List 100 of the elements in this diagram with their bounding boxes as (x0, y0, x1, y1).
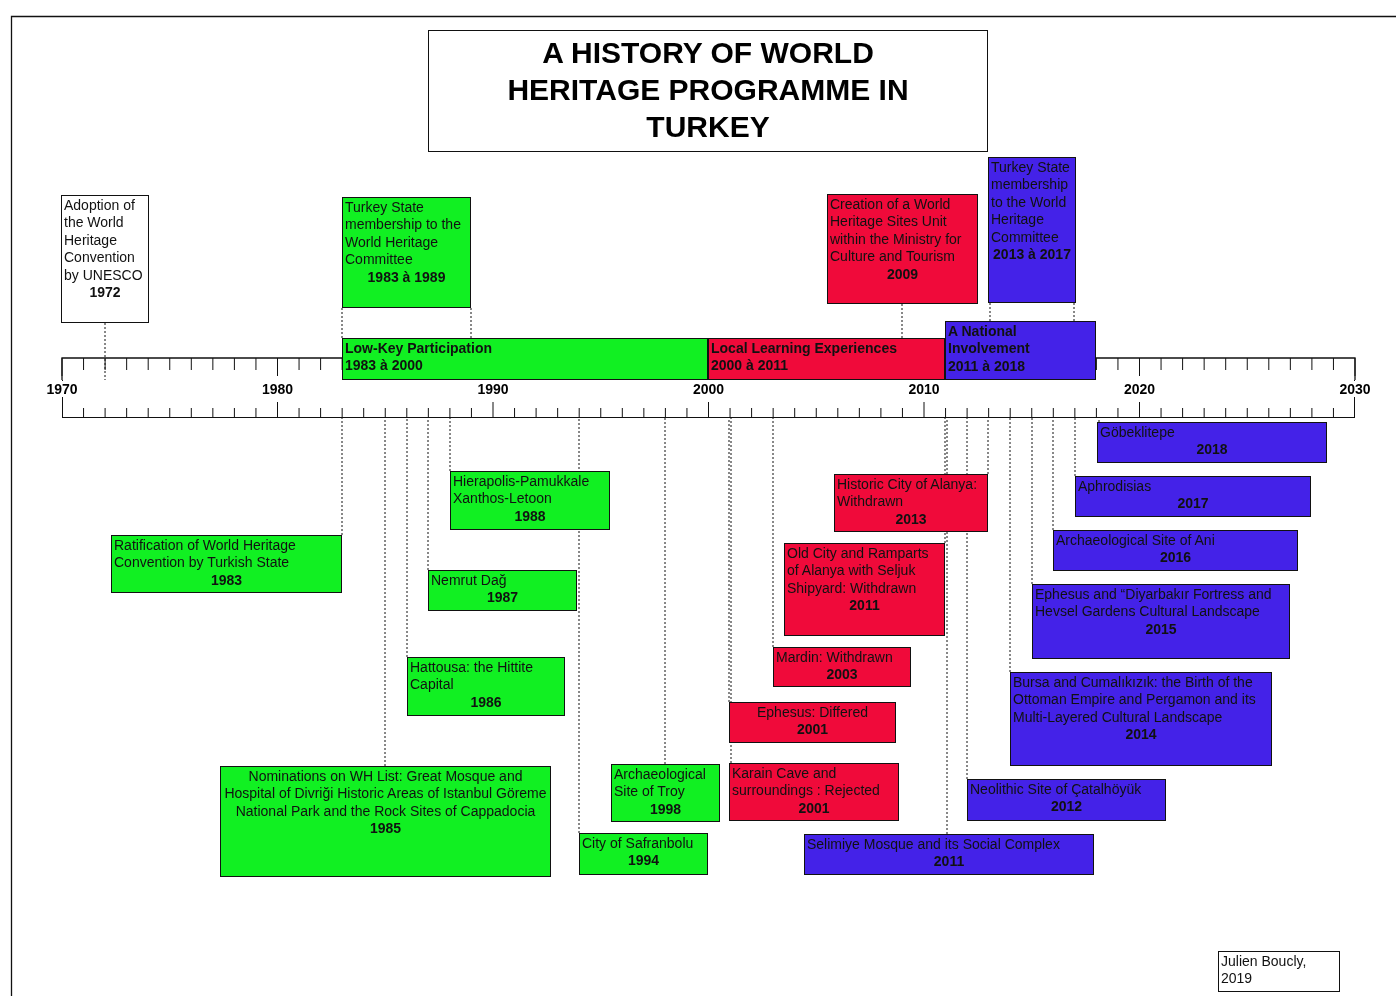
period-bar (342, 338, 708, 380)
event-text: Turkey State membership to the World Heritage Committee (345, 199, 462, 269)
event-text: Archaeological Site of Ani (1056, 532, 1216, 550)
event-box (61, 195, 149, 323)
date-text: 1994 (626, 852, 661, 870)
date-text: 1985 (368, 820, 403, 838)
event-box (342, 197, 471, 308)
event-box (988, 157, 1076, 303)
year-label: 2010 (907, 381, 941, 397)
date-text: 2017 (1176, 495, 1210, 513)
year-label: 2000 (691, 381, 726, 397)
leader-line (989, 302, 991, 322)
date-text: 2012 (1049, 798, 1084, 816)
event-text: Hierapolis-Pamukkale Xanthos-Letoon (453, 473, 591, 508)
event-box (967, 779, 1166, 821)
event-box (428, 570, 577, 611)
event-text: Aphrodisias (1078, 478, 1153, 496)
date-text: 1998 (648, 800, 683, 819)
leader-line (341, 307, 343, 339)
date-text: 1983 à 1989 (366, 268, 447, 287)
date-text: 2013 à 2017 (992, 246, 1072, 264)
event-box (784, 543, 945, 636)
leader-line (728, 417, 730, 703)
event-text: Göbeklitepe (1100, 424, 1176, 442)
leader-line (1052, 417, 1054, 531)
leader-line (987, 417, 989, 475)
event-box (1032, 584, 1290, 659)
event-text: Archaeological Site of Troy (614, 766, 707, 801)
date-text: 1988 (513, 507, 547, 526)
event-text: A National Involvement (948, 323, 1031, 358)
date-text: 1986 (469, 693, 503, 712)
event-box (1010, 672, 1272, 766)
event-box (1075, 476, 1311, 517)
event-text: Turkey State membership to the World Heritage Committee (991, 159, 1071, 247)
period-bar (708, 338, 945, 380)
date-text: 2000 à 2011 (711, 357, 790, 375)
leader-line (901, 303, 903, 339)
event-box (111, 535, 342, 593)
date-text: 2003 (825, 666, 859, 684)
date-text: 2014 (1124, 726, 1158, 744)
event-text: Mardin: Withdrawn (776, 649, 894, 667)
leader-line (384, 417, 386, 767)
year-label: 1970 (45, 381, 79, 397)
date-text: 2001 (797, 799, 831, 818)
year-label: 2030 (1338, 381, 1372, 397)
event-box (804, 834, 1094, 875)
event-text: Nominations on WH List: Great Mosque and Hospital of Divriği Historic Areas of Istanbul Göreme National Park and the Rock Sites of Cappadocia (223, 768, 548, 821)
leader-line (946, 417, 948, 835)
diagram-title: A HISTORY OF WORLD HERITAGE PROGRAMME IN TURKEY (428, 30, 988, 152)
event-text: Local Learning Experiences (711, 340, 898, 358)
event-text: Historic City of Alanya: Withdrawn (837, 476, 979, 511)
event-text: Bursa and Cumalıkızık: the Birth of the Ottoman Empire and Pergamon and its Multi-Layered Cultural Landscape (1013, 674, 1257, 727)
event-text: Creation of a World Heritage Sites Unit within the Ministry for Culture and Tourism (830, 196, 963, 266)
year-label: 2020 (1122, 381, 1157, 397)
event-text: Old City and Ramparts of Alanya with Seljuk Shipyard: Withdrawn (787, 545, 930, 598)
date-text: 2011 (848, 597, 881, 615)
date-text: 2018 (1195, 441, 1229, 459)
event-box (729, 702, 896, 743)
event-box (579, 833, 708, 875)
leader-line (1031, 417, 1033, 585)
leader-line (427, 417, 429, 571)
date-text: 2009 (885, 265, 920, 284)
event-text: Ephesus: Differed (756, 704, 869, 722)
event-box (1053, 530, 1298, 571)
event-text: Low-Key Participation (345, 340, 494, 358)
event-text: Nemrut Dağ (431, 572, 508, 590)
date-text: 1972 (88, 284, 122, 302)
leader-line (1073, 302, 1075, 322)
event-box (450, 471, 610, 530)
date-text: 1983 à 2000 (345, 357, 424, 375)
date-text: 2016 (1158, 549, 1193, 567)
event-box (407, 657, 565, 716)
date-text: 2001 (795, 721, 830, 739)
event-box (773, 647, 911, 687)
leader-line (1074, 417, 1076, 477)
leader-line (1009, 417, 1011, 673)
leader-line (664, 417, 666, 765)
event-text: Selimiye Mosque and its Social Complex (807, 836, 1061, 854)
event-box (1097, 422, 1327, 463)
year-label: 1990 (476, 381, 510, 397)
period-bar (945, 321, 1096, 380)
event-box (220, 766, 551, 877)
event-text: Ephesus and “Diyarbakır Fortress and Hevsel Gardens Cultural Landscape (1035, 586, 1273, 621)
date-text: 2011 à 2018 (948, 357, 1027, 376)
event-text: Karain Cave and surroundings : Rejected (732, 765, 881, 800)
event-box (611, 764, 720, 822)
event-text: City of Safranbolu (582, 835, 695, 853)
year-label: 1980 (260, 381, 295, 397)
event-text: Ratification of World Heritage Convention by Turkish State (114, 537, 297, 572)
event-box (729, 763, 899, 821)
date-text: 1983 (209, 571, 244, 590)
leader-line (1098, 417, 1100, 423)
leader-line (470, 307, 472, 339)
leader-line (406, 417, 408, 658)
event-box (834, 474, 988, 532)
event-text: Hattousa: the Hittite Capital (410, 659, 534, 694)
date-text: 2011 (932, 853, 966, 871)
date-text: 2013 (894, 510, 928, 529)
event-text: Neolithic Site of Çatalhöyük (970, 781, 1143, 799)
date-text: 1987 (485, 589, 520, 607)
